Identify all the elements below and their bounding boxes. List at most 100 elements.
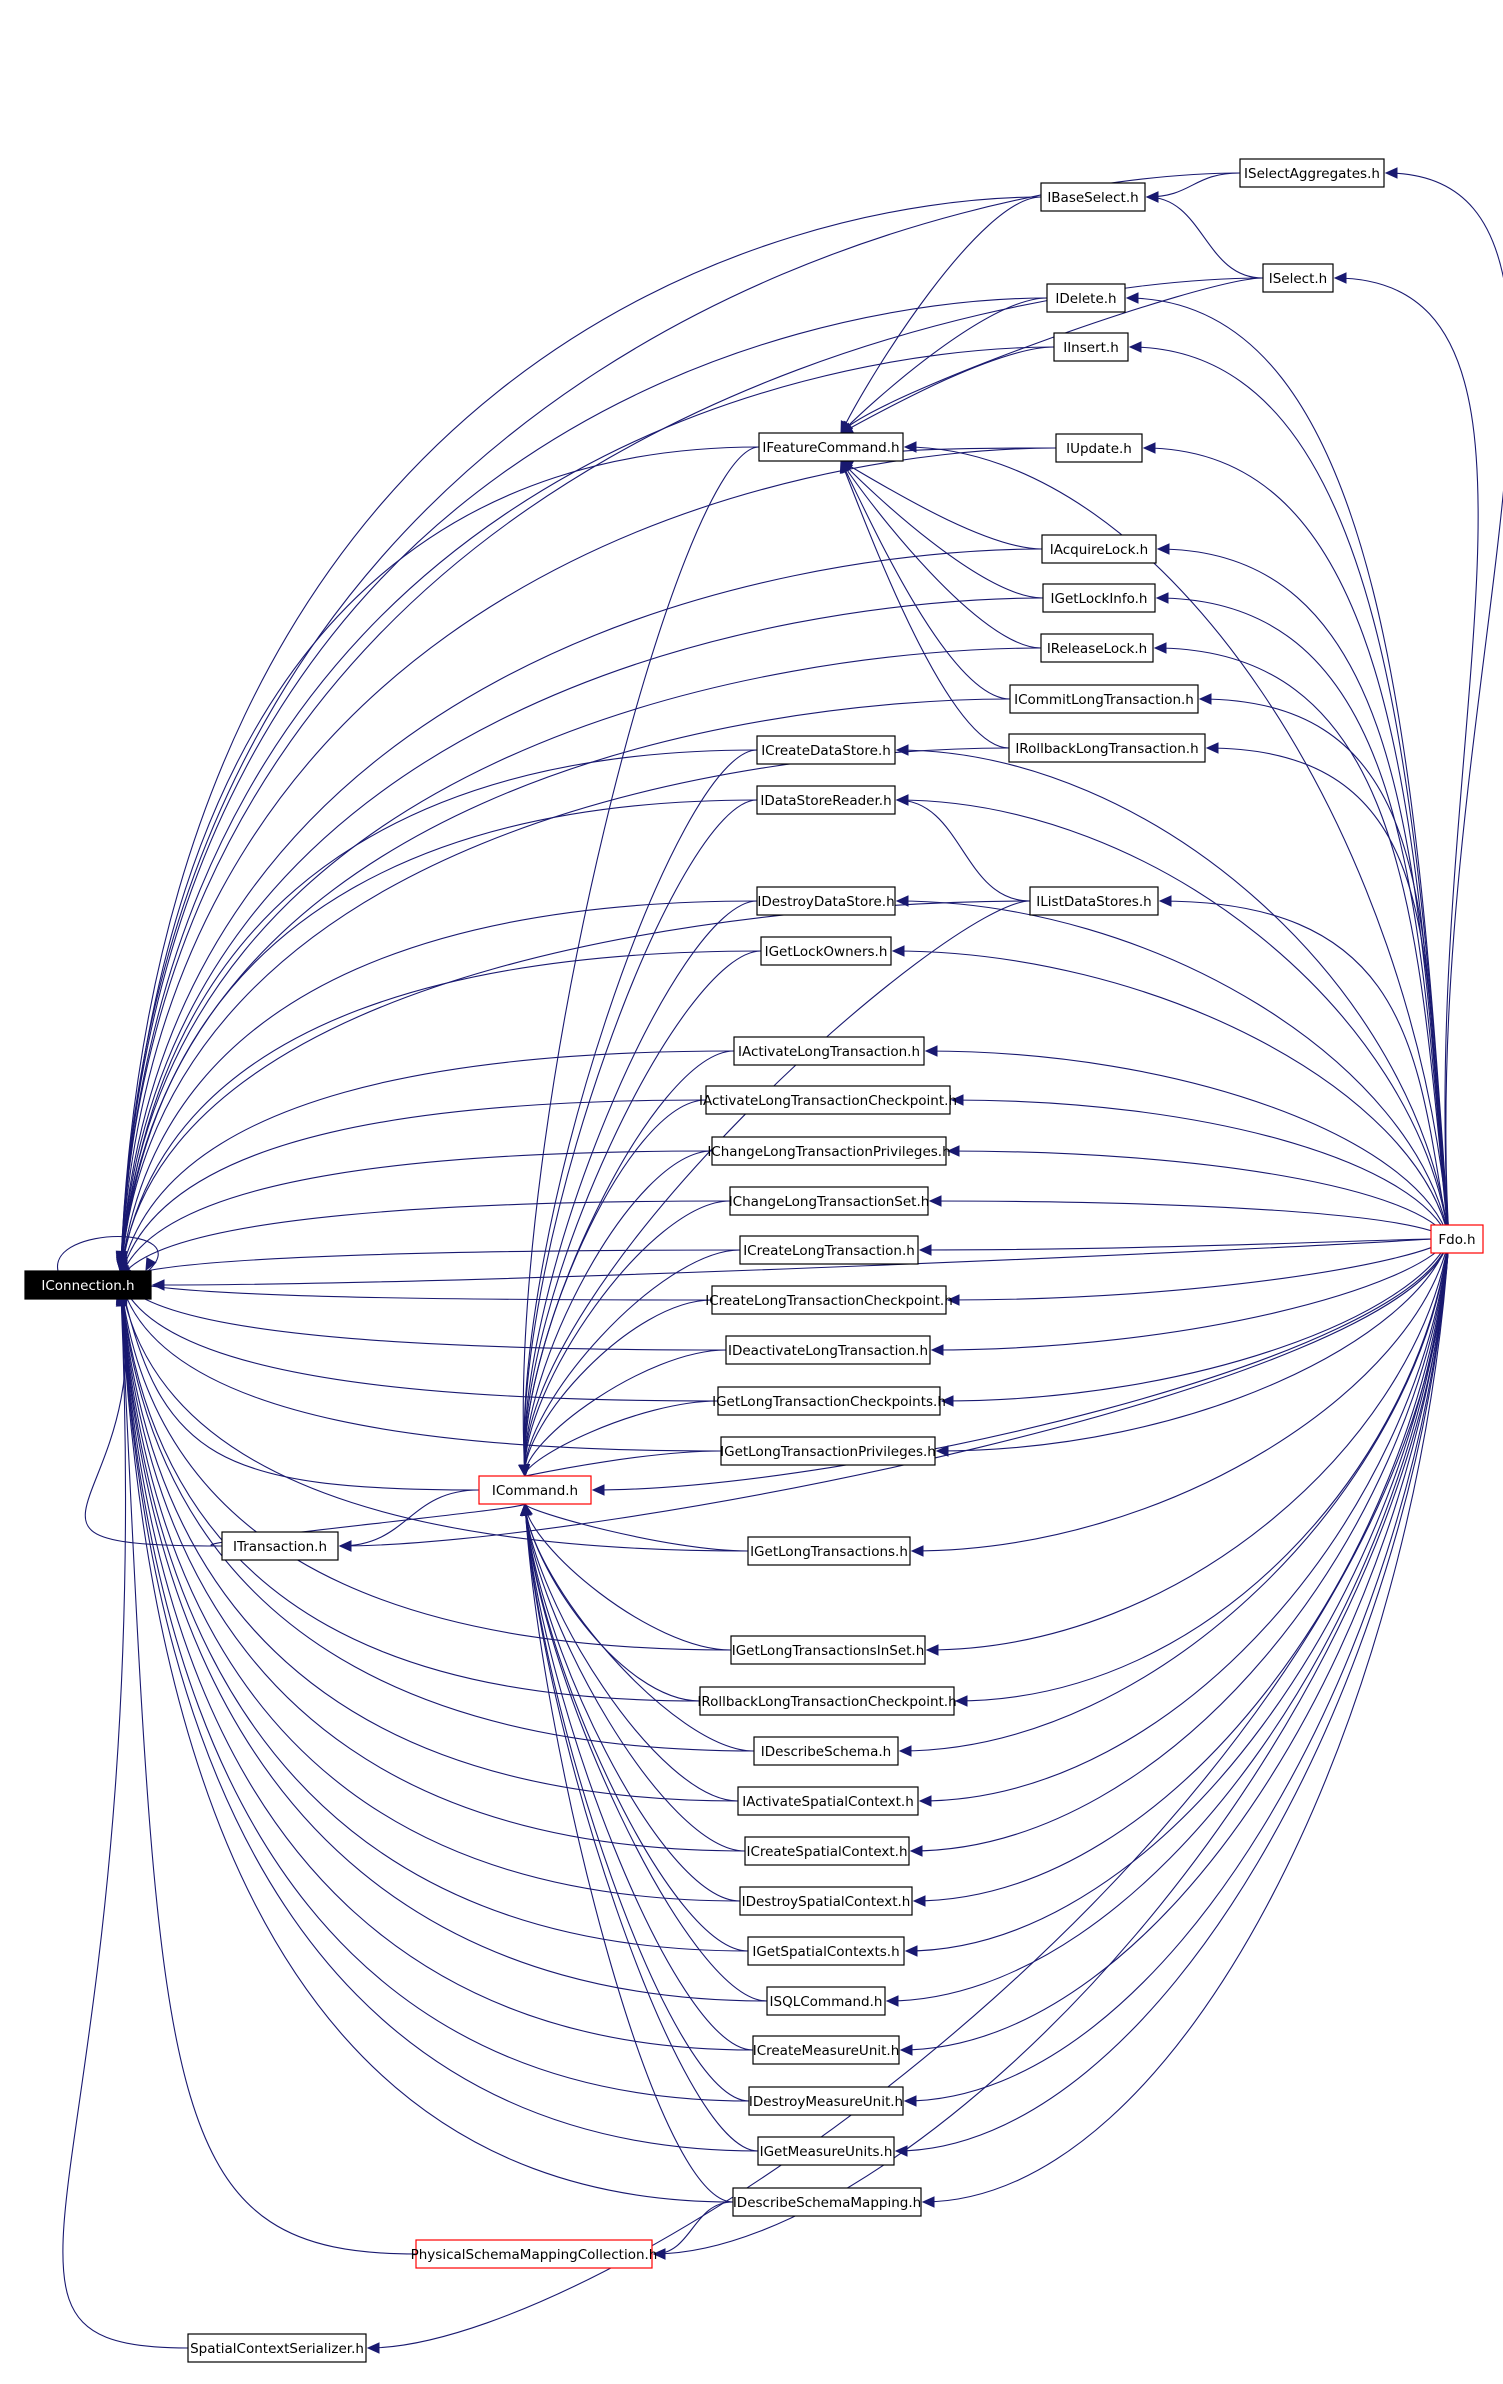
node-box-irollbacklongtransaction[interactable] [1008, 733, 1206, 763]
node-box-spatialcontextserializer[interactable] [187, 2333, 367, 2363]
node-igetlongtransactioncheckpoints[interactable]: IGetLongTransactionCheckpoints.h [712, 1386, 946, 1416]
node-igetlongtransactionprivileges[interactable]: IGetLongTransactionPrivileges.h [720, 1436, 936, 1466]
node-igetspatialcontexts[interactable]: IGetSpatialContexts.h [747, 1936, 905, 1966]
node-box-igetlockowners[interactable] [760, 936, 892, 966]
node-idelete[interactable]: IDelete.h [1046, 283, 1126, 313]
node-icreatespatialcontext[interactable]: ICreateSpatialContext.h [744, 1836, 910, 1866]
edge-icreatelongtransaction-to-iconnection [120, 1249, 741, 1279]
node-box-ireleaselock[interactable] [1040, 633, 1154, 663]
node-irollbacklongtransaction[interactable]: IRollbackLongTransaction.h [1008, 733, 1206, 763]
node-box-idestroyspatialcontext[interactable] [739, 1886, 913, 1916]
node-box-icreatemeasureunit[interactable] [752, 2035, 900, 2065]
node-box-igetlongtransactionsinset[interactable] [730, 1635, 926, 1665]
node-box-fdo[interactable] [1430, 1224, 1484, 1254]
node-igetlockowners[interactable]: IGetLockOwners.h [760, 936, 892, 966]
node-igetlongtransactions[interactable]: IGetLongTransactions.h [747, 1536, 911, 1566]
node-box-iactivatelongtransaction[interactable] [733, 1036, 925, 1066]
node-box-iconnection[interactable] [24, 1270, 152, 1300]
node-label-iselect: ISelect.h [1269, 271, 1327, 287]
node-iselectaggregates[interactable]: ISelectAggregates.h [1239, 158, 1385, 188]
node-box-igetspatialcontexts[interactable] [747, 1936, 905, 1966]
node-iselect[interactable]: ISelect.h [1262, 263, 1334, 293]
node-iacquirelock[interactable]: IAcquireLock.h [1041, 534, 1157, 564]
node-box-isqlcommand[interactable] [766, 1986, 886, 2016]
node-box-iinsert[interactable] [1053, 332, 1129, 362]
node-box-irollbacklongtransactioncheckpoint[interactable] [699, 1686, 955, 1716]
node-icreatemeasureunit[interactable]: ICreateMeasureUnit.h [752, 2035, 900, 2065]
node-box-igetmeasureunits[interactable] [757, 2136, 895, 2166]
node-box-igetlongtransactioncheckpoints[interactable] [717, 1386, 941, 1416]
node-icreatelongtransactioncheckpoint[interactable]: ICreateLongTransactionCheckpoint.h [705, 1285, 953, 1315]
edge-fdo-to-igetspatialcontexts-arrowhead [904, 1945, 918, 1957]
node-box-itransaction[interactable] [221, 1531, 339, 1561]
node-box-iupdate[interactable] [1055, 433, 1143, 463]
node-igetmeasureunits[interactable]: IGetMeasureUnits.h [757, 2136, 895, 2166]
node-iactivatespatialcontext[interactable]: IActivateSpatialContext.h [737, 1786, 919, 1816]
node-box-iactivatespatialcontext[interactable] [737, 1786, 919, 1816]
node-box-iselect[interactable] [1262, 263, 1334, 293]
node-box-ifeaturecommand[interactable] [758, 432, 904, 462]
node-idatastorereader[interactable]: IDataStoreReader.h [756, 785, 896, 815]
node-icreatelongtransaction[interactable]: ICreateLongTransaction.h [739, 1235, 919, 1265]
node-ireleaselock[interactable]: IReleaseLock.h [1040, 633, 1154, 663]
node-label-iconnection: IConnection.h [41, 1278, 134, 1294]
node-iinsert[interactable]: IInsert.h [1053, 332, 1129, 362]
node-box-iactivatelongtransactioncheckpoint[interactable] [705, 1085, 951, 1115]
node-itransaction[interactable]: ITransaction.h [221, 1531, 339, 1561]
node-iactivatelongtransaction[interactable]: IActivateLongTransaction.h [733, 1036, 925, 1066]
edge-fdo-to-isqlcommand-arrowhead [885, 1995, 899, 2007]
edge-fdo-to-iconnection [154, 1238, 1432, 1286]
edge-fdo-to-igetspatialcontexts [905, 1238, 1450, 1952]
node-icreatedatastore[interactable]: ICreateDataStore.h [756, 735, 896, 765]
node-box-ilistdatastores[interactable] [1029, 886, 1159, 916]
node-ichangelongtransactionset[interactable]: IChangeLongTransactionSet.h [729, 1186, 930, 1216]
node-box-igetlongtransactionprivileges[interactable] [720, 1436, 936, 1466]
node-box-ichangelongtransactionset[interactable] [729, 1186, 929, 1216]
node-idescribeschema[interactable]: IDescribeSchema.h [753, 1736, 899, 1766]
node-idestroydatastore[interactable]: IDestroyDataStore.h [756, 886, 896, 916]
edge-fdo-to-idestroydatastore-arrowhead [895, 895, 909, 907]
node-box-icommand[interactable] [478, 1475, 592, 1505]
node-box-idatastorereader[interactable] [756, 785, 896, 815]
node-irollbacklongtransactioncheckpoint[interactable]: IRollbackLongTransactionCheckpoint.h [697, 1686, 957, 1716]
node-box-iacquirelock[interactable] [1041, 534, 1157, 564]
node-box-icreatelongtransaction[interactable] [739, 1235, 919, 1265]
node-iconnection[interactable]: IConnection.h [24, 1270, 152, 1300]
node-icommitlongtransaction[interactable]: ICommitLongTransaction.h [1009, 684, 1199, 714]
node-iupdate[interactable]: IUpdate.h [1055, 433, 1143, 463]
node-idestroymeasureunit[interactable]: IDestroyMeasureUnit.h [748, 2086, 904, 2116]
node-box-ibaseselect[interactable] [1040, 182, 1146, 212]
node-box-icreatespatialcontext[interactable] [744, 1836, 910, 1866]
node-box-igetlockinfo[interactable] [1042, 583, 1156, 613]
node-box-icreatedatastore[interactable] [756, 735, 896, 765]
node-ichangelongtransactionprivileges[interactable]: IChangeLongTransactionPrivileges.h [707, 1136, 951, 1166]
node-icommand[interactable]: ICommand.h [478, 1475, 592, 1505]
node-ilistdatastores[interactable]: IListDataStores.h [1029, 886, 1159, 916]
node-spatialcontextserializer[interactable]: SpatialContextSerializer.h [187, 2333, 367, 2363]
node-igetlongtransactionsinset[interactable]: IGetLongTransactionsInSet.h [730, 1635, 926, 1665]
node-iactivatelongtransactioncheckpoint[interactable]: IActivateLongTransactionCheckpoint.h [699, 1085, 957, 1115]
node-physicalschemamappingcollection[interactable]: PhysicalSchemaMappingCollection.h [411, 2239, 658, 2269]
edge-idescribeschemamapping-to-icommand-arrowhead [519, 1502, 532, 1516]
node-fdo[interactable]: Fdo.h [1430, 1224, 1484, 1254]
node-box-idelete[interactable] [1046, 283, 1126, 313]
node-igetlockinfo[interactable]: IGetLockInfo.h [1042, 583, 1156, 613]
node-box-icreatelongtransactioncheckpoint[interactable] [711, 1285, 947, 1315]
node-ideactivatelongtransaction[interactable]: IDeactivateLongTransaction.h [725, 1335, 931, 1365]
node-idestroyspatialcontext[interactable]: IDestroySpatialContext.h [739, 1886, 913, 1916]
node-box-iselectaggregates[interactable] [1239, 158, 1385, 188]
node-ifeaturecommand[interactable]: IFeatureCommand.h [758, 432, 904, 462]
node-box-idestroydatastore[interactable] [756, 886, 896, 916]
node-label-ireleaselock: IReleaseLock.h [1047, 641, 1147, 657]
node-box-idescribeschemamapping[interactable] [732, 2187, 922, 2217]
node-isqlcommand[interactable]: ISQLCommand.h [766, 1986, 886, 2016]
node-idescribeschemamapping[interactable]: IDescribeSchemaMapping.h [732, 2187, 922, 2217]
node-box-idescribeschema[interactable] [753, 1736, 899, 1766]
node-box-ichangelongtransactionprivileges[interactable] [711, 1136, 947, 1166]
node-box-physicalschemamappingcollection[interactable] [415, 2239, 653, 2269]
node-box-idestroymeasureunit[interactable] [748, 2086, 904, 2116]
node-box-icommitlongtransaction[interactable] [1009, 684, 1199, 714]
node-ibaseselect[interactable]: IBaseSelect.h [1040, 182, 1146, 212]
node-box-igetlongtransactions[interactable] [747, 1536, 911, 1566]
node-box-ideactivatelongtransaction[interactable] [725, 1335, 931, 1365]
